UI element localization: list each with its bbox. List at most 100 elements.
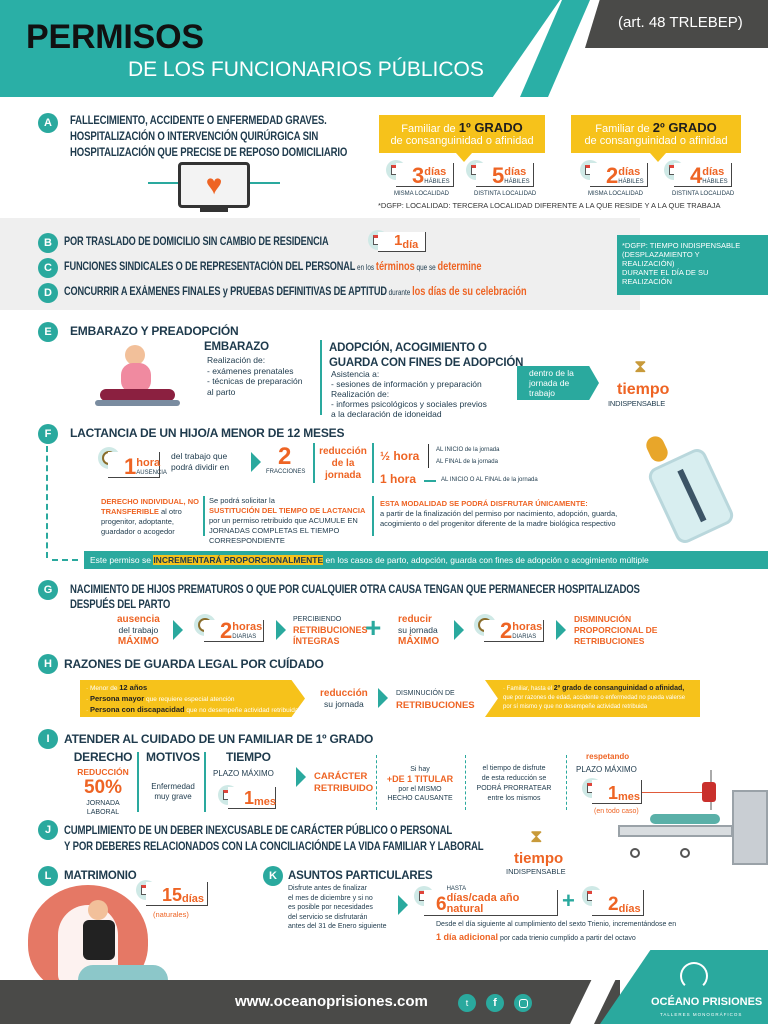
indispensable-label: INDISPENSABLE bbox=[506, 867, 566, 876]
line: RETRIBUCIONES bbox=[293, 625, 368, 635]
divider bbox=[372, 496, 374, 536]
title-line: HOSPITALIZACIÓN QUE PRECISE DE REPOSO DO… bbox=[70, 145, 348, 159]
i-caso: (en todo caso) bbox=[594, 808, 639, 815]
days-unit: días bbox=[702, 166, 725, 178]
text: al otro progenitor, adoptante, guardador… bbox=[101, 507, 182, 536]
l-note: (naturales) bbox=[153, 910, 189, 919]
line: Si hay bbox=[410, 766, 430, 773]
one-hour-desc: AL INICIO O AL FINAL de la jornada bbox=[441, 477, 538, 483]
text: · bbox=[86, 696, 90, 703]
embarazo-desc: Realización de:- exámenes prenatales- té… bbox=[207, 355, 302, 397]
title: FUNCIONES SINDICALES O DE REPRESENTACIÓN… bbox=[64, 261, 356, 273]
hours-sub: DIARIAS bbox=[232, 634, 257, 640]
section-badge-a: A bbox=[38, 113, 58, 133]
dash-line bbox=[424, 480, 436, 482]
website-link[interactable]: www.oceanoprisiones.com bbox=[235, 993, 428, 1010]
line: RETRIBUIDO bbox=[314, 783, 374, 794]
section-b-title: POR TRASLADO DE DOMICILIO SIN CAMBIO DE … bbox=[64, 236, 329, 248]
section-badge-i: I bbox=[38, 729, 58, 749]
line: CUMPLIMIENTO DE UN DEBER INEXCUSABLE DE … bbox=[64, 823, 453, 837]
i-plazo: PLAZO MÁXIMO bbox=[213, 769, 274, 778]
half-hour-end: AL FINAL de la jornada bbox=[436, 459, 498, 465]
locality-label: MISMA LOCALIDAD bbox=[394, 191, 450, 197]
days-sub: HÁBILES bbox=[424, 179, 450, 185]
days-number: 15 bbox=[162, 885, 183, 905]
title-line: HOSPITALIZACIÓN O INTERVENCIÓN QUIRÚRGIC… bbox=[70, 129, 319, 143]
f-increment-bar: Este permiso se INCREMENTARÁ PROPORCIONA… bbox=[84, 551, 768, 569]
line: Realización de: bbox=[207, 355, 266, 365]
line: Asistencia a: bbox=[331, 369, 380, 379]
days-unit: días bbox=[182, 893, 205, 905]
brand-logo-icon bbox=[680, 962, 708, 990]
days-number: 4 bbox=[690, 163, 703, 188]
days-sub: HÁBILES bbox=[618, 179, 644, 185]
line: jornada bbox=[324, 470, 362, 481]
hour-unit: hora bbox=[136, 457, 161, 469]
highlight: 2º grado de consanguinidad o afinidad, bbox=[553, 685, 685, 692]
divider bbox=[137, 752, 139, 812]
line: DISMINUCIÓN bbox=[574, 614, 632, 624]
section-badge-b: B bbox=[38, 233, 58, 253]
half-hour-start: AL INICIO de la jornada bbox=[436, 447, 500, 453]
pregnant-woman-illustration bbox=[95, 345, 180, 410]
facebook-icon[interactable]: f bbox=[486, 994, 504, 1012]
line: LABORAL bbox=[86, 809, 120, 816]
line: ausencia bbox=[117, 614, 160, 625]
line: el tiempo de disfrute bbox=[482, 765, 546, 772]
note-line: (DESPLAZAMIENTO Y bbox=[622, 250, 700, 259]
line: JORNADA bbox=[86, 800, 120, 807]
twitter-icon[interactable]: t bbox=[458, 994, 476, 1012]
month-number: 1 bbox=[608, 783, 619, 803]
header-band bbox=[0, 0, 560, 97]
highlight: ESTA MODALIDAD SE PODRÁ DISFRUTAR ÚNICAM… bbox=[380, 499, 588, 508]
line: - sesiones de información y preparación bbox=[331, 379, 482, 389]
days-sub: HÁBILES bbox=[504, 179, 530, 185]
h-left-box: · Menor de 12 años· Persona mayor que re… bbox=[80, 680, 305, 717]
text: Este permiso se bbox=[90, 555, 154, 565]
tiempo-label: tiempo bbox=[617, 381, 670, 398]
text: · Menor de bbox=[86, 685, 120, 692]
highlight: términos bbox=[375, 261, 415, 273]
days-unit: días bbox=[504, 166, 527, 178]
plus-icon: + bbox=[562, 888, 575, 913]
section-l-title: MATRIMONIO bbox=[64, 870, 137, 882]
days-unit: días bbox=[618, 903, 641, 915]
line: antes del 31 de Enero siguiente bbox=[288, 923, 387, 930]
grade-prefix: Familiar de bbox=[401, 123, 459, 135]
pulse-line bbox=[642, 792, 702, 793]
section-f-title: LACTANCIA DE UN HIJO/A MENOR DE 12 MESES bbox=[70, 426, 345, 440]
line: Realización de: bbox=[331, 389, 390, 399]
highlight: 12 años bbox=[119, 683, 148, 692]
line: por el MISMO bbox=[398, 786, 442, 793]
bcd-panel bbox=[0, 218, 640, 310]
days-sub: HÁBILES bbox=[702, 179, 728, 185]
embarazo-title: EMBARAZO bbox=[204, 341, 269, 353]
i-tiempo: TIEMPO bbox=[226, 750, 271, 764]
section-i-title: ATENDER AL CUIDADO DE UN FAMILIAR DE 1º … bbox=[64, 732, 374, 746]
section-d-title: CONCURRIR A EXÁMENES FINALES y PRUEBAS D… bbox=[64, 286, 527, 298]
line: es posible por necesidades bbox=[288, 904, 373, 911]
line: RETRIBUCIONES bbox=[396, 700, 475, 711]
line: PROPORCIONAL DE bbox=[574, 625, 658, 635]
instagram-icon[interactable] bbox=[514, 994, 532, 1012]
line: del trabajo que bbox=[171, 451, 228, 461]
divider bbox=[204, 752, 206, 812]
grade-desc: de consanguinidad o afinidad bbox=[584, 135, 728, 147]
highlight: SUSTITUCIÓN DEL TIEMPO DE LACTANCIA bbox=[209, 506, 366, 515]
line: - técnicas de preparación bbox=[207, 376, 303, 386]
hour-number: 1 bbox=[124, 454, 137, 479]
